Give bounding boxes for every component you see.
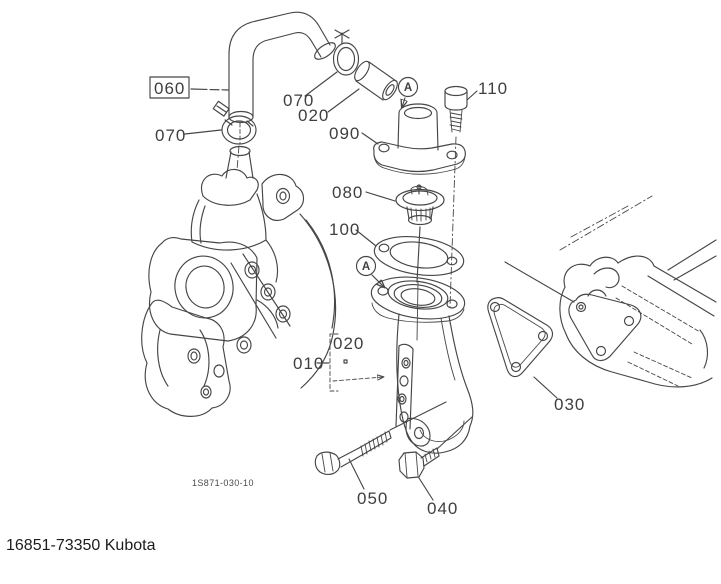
hose-020-drawing bbox=[354, 60, 398, 101]
part-label-010: 010 bbox=[293, 354, 324, 373]
part-label-080: 080 bbox=[332, 183, 363, 202]
gasket-030-drawing bbox=[487, 297, 554, 378]
part-number-caption: 16851-73350 Kubota bbox=[6, 537, 156, 554]
hose-060-drawing bbox=[228, 11, 336, 124]
view-marker-circle-A-top bbox=[397, 76, 419, 98]
view-marker-letter-A-top: A bbox=[404, 82, 412, 94]
part-label-040: 040 bbox=[427, 499, 458, 518]
part-label-110: 110 bbox=[478, 79, 508, 98]
part-label-070-left: 070 bbox=[155, 126, 186, 145]
part-label-060: 060 bbox=[154, 79, 185, 98]
part-label-030: 030 bbox=[554, 395, 585, 414]
bolt-110-drawing bbox=[444, 85, 468, 133]
thermostat-080-drawing bbox=[395, 184, 445, 226]
clamp-070-left-drawing bbox=[212, 100, 257, 145]
bolt-050-drawing bbox=[314, 430, 392, 476]
engine-block-right-drawing bbox=[504, 195, 717, 388]
view-marker-circle-A-mid bbox=[355, 255, 377, 277]
part-label-090: 090 bbox=[329, 124, 360, 143]
clamp-070-top-drawing bbox=[332, 29, 360, 76]
engine-block-left-drawing bbox=[141, 145, 337, 417]
part-label-020-top: 020 bbox=[298, 106, 329, 125]
view-marker-letter-A-mid: A bbox=[362, 261, 370, 273]
part-label-050: 050 bbox=[357, 489, 388, 508]
part-labels-layer: 060070070020110090080100010020030050040A… bbox=[149, 76, 585, 518]
leader-lines bbox=[184, 71, 558, 501]
part-label-020-bracket: 020 bbox=[333, 334, 364, 353]
water-flange-010-drawing bbox=[370, 276, 474, 454]
part-label-070-top: 070 bbox=[283, 91, 314, 110]
part-label-100: 100 bbox=[329, 220, 360, 239]
highlight-060 bbox=[149, 76, 190, 99]
drawing-number: 1S871-030-10 bbox=[192, 478, 254, 488]
thermostat-cover-090-drawing bbox=[373, 103, 466, 175]
